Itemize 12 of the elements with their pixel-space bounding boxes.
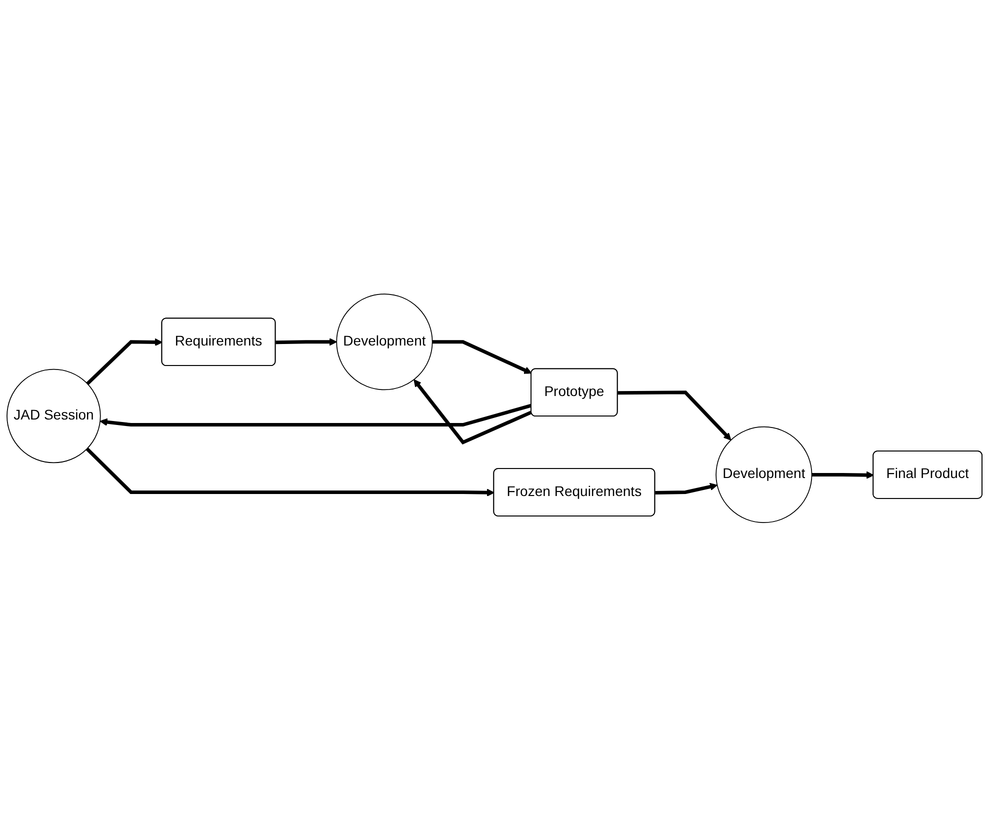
arrow bbox=[414, 378, 532, 444]
arrow bbox=[618, 390, 732, 440]
arrow bbox=[432, 340, 532, 374]
arrow bbox=[812, 470, 874, 479]
arrow bbox=[86, 447, 494, 496]
node-circle: Development bbox=[716, 426, 812, 523]
arrow bbox=[276, 338, 337, 346]
node-circle: JAD Session bbox=[6, 368, 101, 463]
arrow bbox=[86, 338, 162, 385]
arrow bbox=[655, 482, 718, 494]
arrow bbox=[100, 403, 532, 426]
node-circle: Development bbox=[336, 293, 433, 390]
